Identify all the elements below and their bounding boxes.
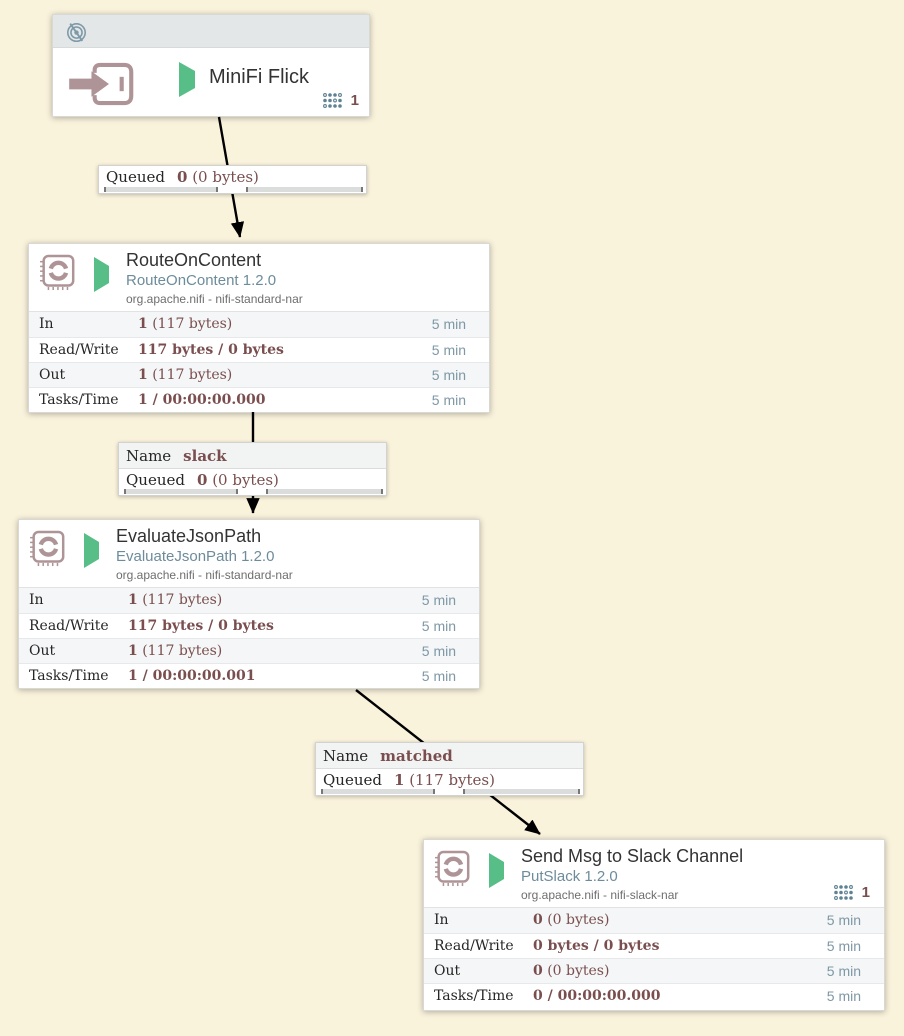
processor-bundle: org.apache.nifi - nifi-slack-nar	[521, 888, 679, 902]
queued-count: 0	[196, 471, 208, 489]
queue-size-bar	[266, 489, 383, 494]
processor-stats: In 1 (117 bytes) 5 min Read/Write 117 by…	[29, 312, 489, 412]
stat-row-readwrite: Read/Write 117 bytes / 0 bytes 5 min	[19, 613, 479, 638]
name-label: Name	[126, 447, 172, 465]
processor-icon	[30, 530, 65, 567]
queued-count: 0	[176, 168, 188, 186]
processor-routeoncontent[interactable]: RouteOnContent RouteOnContent 1.2.0 org.…	[28, 243, 490, 413]
stat-row-readwrite: Read/Write 117 bytes / 0 bytes 5 min	[29, 337, 489, 362]
connection-label-matched[interactable]: Name matched Queued 1 (117 bytes)	[315, 742, 584, 796]
queue-count-bar	[124, 489, 238, 494]
queue-count-bar	[104, 187, 218, 192]
processor-icon	[40, 254, 75, 291]
processor-name: RouteOnContent	[126, 250, 262, 270]
name-value: matched	[380, 747, 453, 765]
stat-row-in: In 1 (117 bytes) 5 min	[19, 588, 479, 613]
processor-name: EvaluateJsonPath	[116, 526, 262, 546]
queued-size: (117 bytes)	[404, 771, 495, 789]
queued-count: 1	[393, 771, 405, 789]
stat-row-tasks: Tasks/Time 1 / 00:00:00.001 5 min	[19, 663, 479, 688]
instance-count-badge: 1	[322, 92, 359, 109]
name-value: slack	[183, 447, 227, 465]
input-port-icon	[69, 62, 134, 106]
queued-label: Queued	[106, 168, 165, 186]
transmission-inactive-icon	[67, 22, 86, 42]
instance-count: 1	[861, 884, 870, 901]
queue-percent-bars	[119, 489, 386, 495]
stat-row-tasks: Tasks/Time 0 / 00:00:00.000 5 min	[424, 983, 884, 1008]
processor-stats: In 0 (0 bytes) 5 min Read/Write 0 bytes …	[424, 908, 884, 1008]
processor-type: PutSlack 1.2.0	[521, 868, 618, 885]
cluster-dots-icon	[322, 93, 342, 108]
processor-name: Send Msg to Slack Channel	[521, 846, 744, 866]
queue-percent-bars	[316, 789, 583, 795]
stat-row-in: In 0 (0 bytes) 5 min	[424, 908, 884, 933]
stat-row-out: Out 1 (117 bytes) 5 min	[19, 638, 479, 663]
cluster-dots-icon	[833, 885, 853, 900]
queue-size-bar	[463, 789, 580, 794]
connection-label-slack[interactable]: Name slack Queued 0 (0 bytes)	[118, 442, 387, 496]
name-label: Name	[323, 747, 369, 765]
port-header	[53, 15, 369, 48]
queue-count-bar	[321, 789, 435, 794]
processor-bundle: org.apache.nifi - nifi-standard-nar	[116, 568, 293, 582]
processor-header: EvaluateJsonPath EvaluateJsonPath 1.2.0 …	[19, 520, 479, 588]
instance-count-badge: 1	[833, 884, 870, 901]
queued-size: (0 bytes)	[207, 471, 279, 489]
instance-count: 1	[350, 92, 359, 109]
stat-row-in: In 1 (117 bytes) 5 min	[29, 312, 489, 337]
running-status-icon	[489, 853, 504, 888]
queued-label: Queued	[323, 771, 382, 789]
processor-type: RouteOnContent 1.2.0	[126, 272, 277, 289]
running-status-icon	[84, 533, 99, 568]
input-port-minifi-flick[interactable]: MiniFi Flick 1	[52, 14, 370, 117]
running-status-icon	[94, 257, 109, 292]
queued-size: (0 bytes)	[187, 168, 259, 186]
port-body: MiniFi Flick 1	[53, 48, 369, 116]
connection-label-port-to-routeoncontent[interactable]: Queued 0 (0 bytes)	[98, 165, 367, 194]
processor-type: EvaluateJsonPath 1.2.0	[116, 548, 275, 565]
processor-header: Send Msg to Slack Channel PutSlack 1.2.0…	[424, 840, 884, 908]
processor-header: RouteOnContent RouteOnContent 1.2.0 org.…	[29, 244, 489, 312]
queue-percent-bars	[99, 187, 366, 193]
stat-row-out: Out 0 (0 bytes) 5 min	[424, 958, 884, 983]
processor-icon	[435, 850, 470, 887]
stat-row-readwrite: Read/Write 0 bytes / 0 bytes 5 min	[424, 933, 884, 958]
processor-stats: In 1 (117 bytes) 5 min Read/Write 117 by…	[19, 588, 479, 688]
stat-row-out: Out 1 (117 bytes) 5 min	[29, 362, 489, 387]
processor-bundle: org.apache.nifi - nifi-standard-nar	[126, 292, 303, 306]
queued-label: Queued	[126, 471, 185, 489]
running-status-icon	[179, 62, 195, 97]
processor-putslack[interactable]: Send Msg to Slack Channel PutSlack 1.2.0…	[423, 839, 885, 1011]
port-title: MiniFi Flick	[209, 66, 309, 88]
queue-size-bar	[246, 187, 363, 192]
stat-row-tasks: Tasks/Time 1 / 00:00:00.000 5 min	[29, 387, 489, 412]
processor-evaluatejsonpath[interactable]: EvaluateJsonPath EvaluateJsonPath 1.2.0 …	[18, 519, 480, 689]
